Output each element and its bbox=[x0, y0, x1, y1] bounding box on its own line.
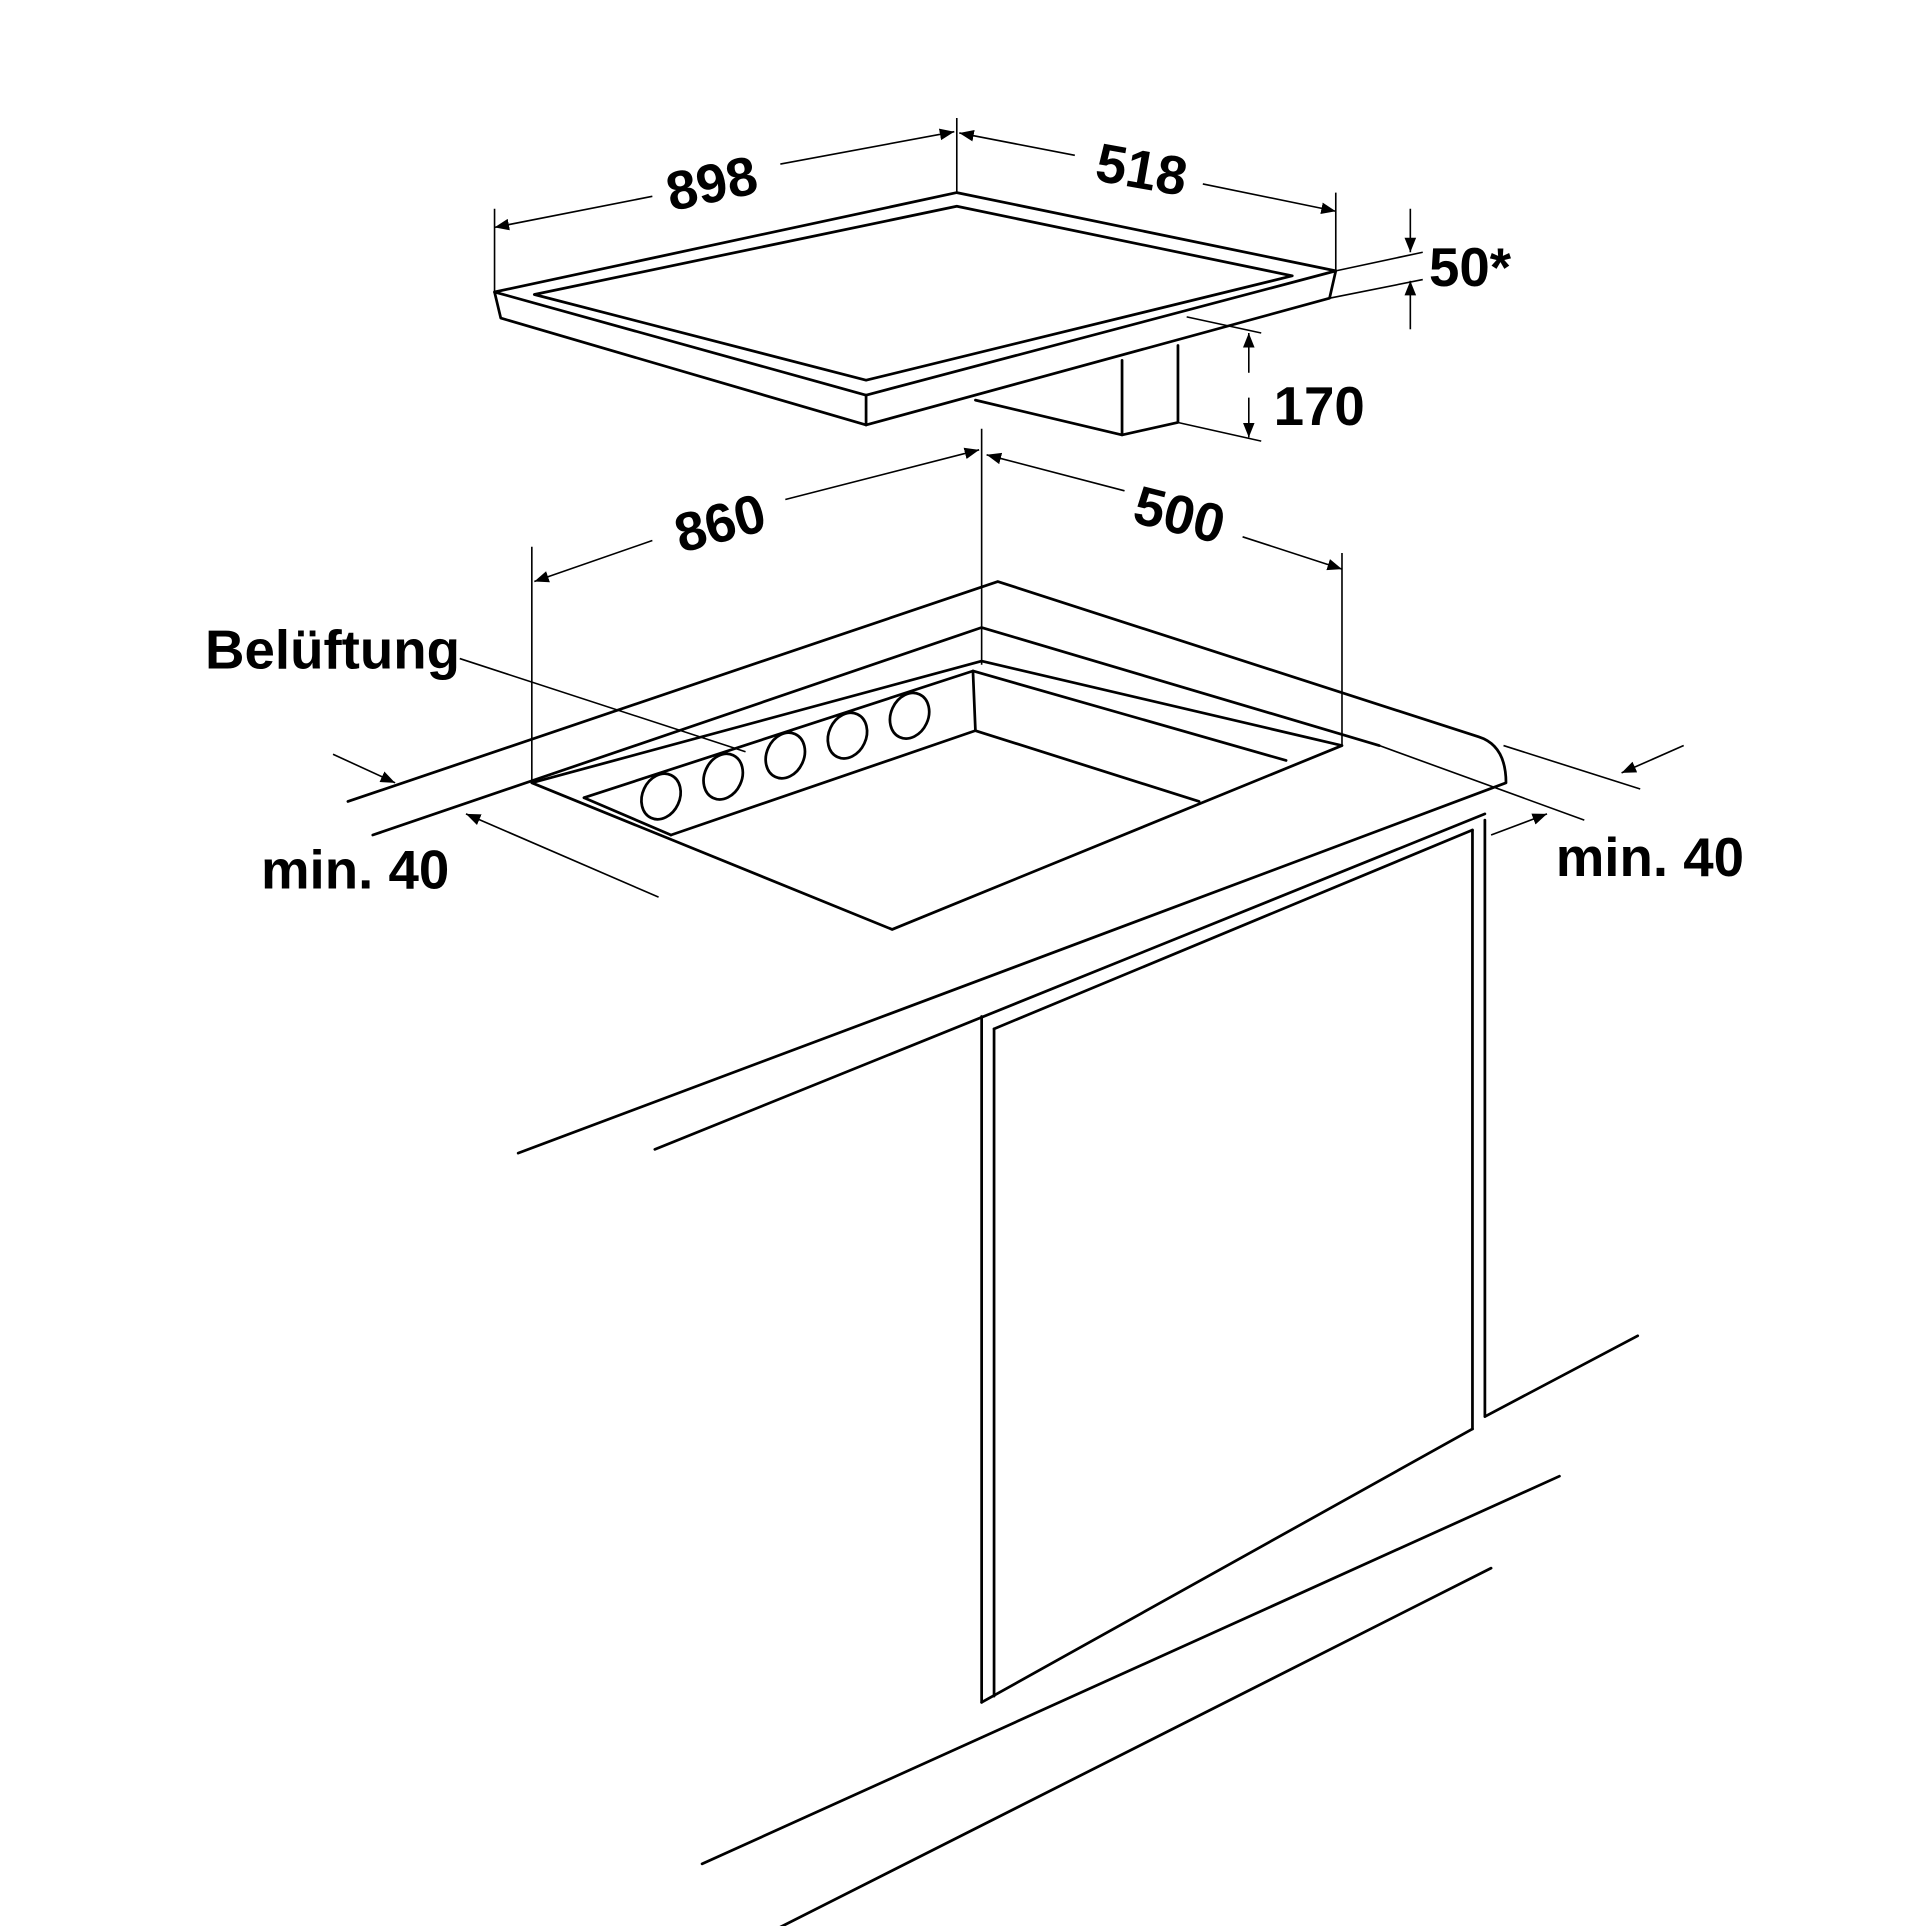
ventilation-holes bbox=[640, 691, 931, 821]
hob-height-label: 50* bbox=[1429, 237, 1512, 298]
cutout-dimensions: 860 500 bbox=[531, 428, 1343, 783]
cutout-width-label: 860 bbox=[668, 482, 772, 565]
hob-dimensions: 898 518 50* 170 bbox=[493, 118, 1512, 442]
hob-drawing bbox=[493, 191, 1338, 437]
min-back-label: min. 40 bbox=[1556, 827, 1744, 888]
min-distance-markers: min. 40 min. 40 bbox=[261, 744, 1744, 900]
hob-depth-label: 518 bbox=[1091, 132, 1191, 208]
cabinet-drawing bbox=[700, 818, 1640, 1926]
worktop-drawing: Belüftung bbox=[205, 580, 1508, 1155]
built-in-depth-label: 170 bbox=[1274, 376, 1365, 437]
ventilation-label: Belüftung bbox=[205, 620, 460, 681]
min-front-label: min. 40 bbox=[261, 839, 449, 900]
cutout-depth-label: 500 bbox=[1128, 474, 1231, 555]
hob-width-label: 898 bbox=[661, 144, 763, 223]
